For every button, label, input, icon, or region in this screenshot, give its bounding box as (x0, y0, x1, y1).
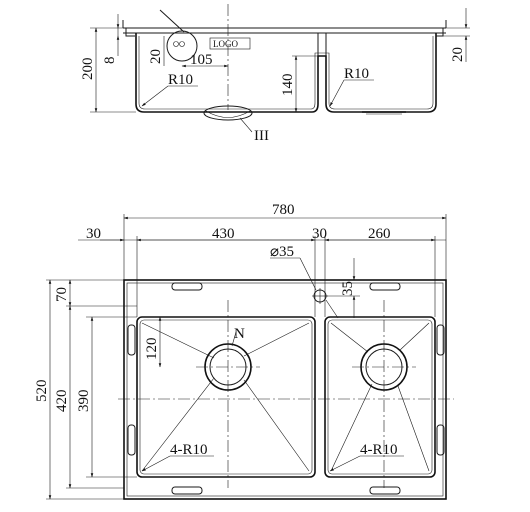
right-bowl (324, 316, 436, 478)
section-left-lip (122, 20, 135, 37)
right-radius-leader (329, 455, 361, 472)
section-bowl-profile (135, 33, 437, 113)
logo-text: LOGO (213, 39, 238, 49)
left-drain-hatch (205, 110, 251, 118)
clip-bottom-right (369, 486, 401, 495)
clip-bottom-left (171, 486, 203, 495)
dim-390-text: 390 (76, 390, 92, 413)
dim-20-text: 20 (450, 47, 466, 62)
clip-right-bottom (436, 424, 445, 456)
overflow-hole-1 (173, 41, 179, 47)
logo-box (209, 37, 251, 50)
dim-420-text: 420 (54, 390, 70, 413)
sink-outer-inner (126, 282, 444, 497)
tap-hole-leader-2 (325, 299, 339, 319)
dim-200-text: 200 (80, 58, 96, 81)
dim-8-text: 8 (102, 57, 118, 65)
dim-overflow-text: 20 (148, 49, 164, 64)
plan-view: ⌀35 35 N 120 4-R10 4-R10 780 (34, 202, 454, 500)
dim-70-text: 70 (54, 287, 70, 302)
dim-520-text: 520 (34, 380, 50, 403)
right-bowl-inner (327, 319, 433, 475)
drain-label-leader (231, 331, 237, 347)
overflow-leader (159, 9, 185, 33)
radius-left-leader (141, 85, 169, 107)
detail-leader (239, 117, 253, 133)
detail-label: III (254, 128, 269, 144)
dim-35-text: 35 (340, 281, 356, 296)
drain-label: N (234, 326, 245, 342)
clip-right-top (436, 324, 445, 356)
radius-right-text: R10 (344, 66, 369, 82)
left-radius-text: 4-R10 (170, 442, 208, 458)
tap-hole-leader (299, 257, 317, 291)
section-view: LOGO 200 8 20 105 R10 140 R10 (80, 4, 470, 144)
right-radius-text: 4-R10 (360, 442, 398, 458)
left-bowl-slopes (141, 322, 310, 472)
dim-120-text: 120 (144, 338, 160, 361)
overflow-hole-2 (179, 41, 185, 47)
left-bowl-inner (139, 319, 313, 475)
overflow-circle (166, 30, 198, 62)
radius-right-leader (329, 79, 345, 107)
section-bowl-inner (138, 36, 434, 110)
dim-140-text: 140 (280, 74, 296, 97)
left-bowl (136, 316, 316, 478)
left-radius-leader (141, 455, 171, 472)
tap-hole-text: ⌀35 (270, 244, 294, 260)
dim-430-text: 430 (212, 226, 235, 242)
right-bowl-slopes (330, 322, 430, 472)
section-divider (317, 33, 327, 56)
dim-30-left-text: 30 (86, 226, 101, 242)
dim-30-mid-text: 30 (312, 226, 327, 242)
radius-left-text: R10 (168, 72, 193, 88)
dim-105-text: 105 (190, 52, 213, 68)
clip-left-top (127, 324, 136, 356)
sink-outer (123, 279, 447, 500)
clip-top-left (171, 282, 203, 291)
dim-260-text: 260 (368, 226, 391, 242)
dim-780-text: 780 (272, 202, 295, 218)
clip-top-right (369, 282, 401, 291)
clip-left-bottom (127, 424, 136, 456)
